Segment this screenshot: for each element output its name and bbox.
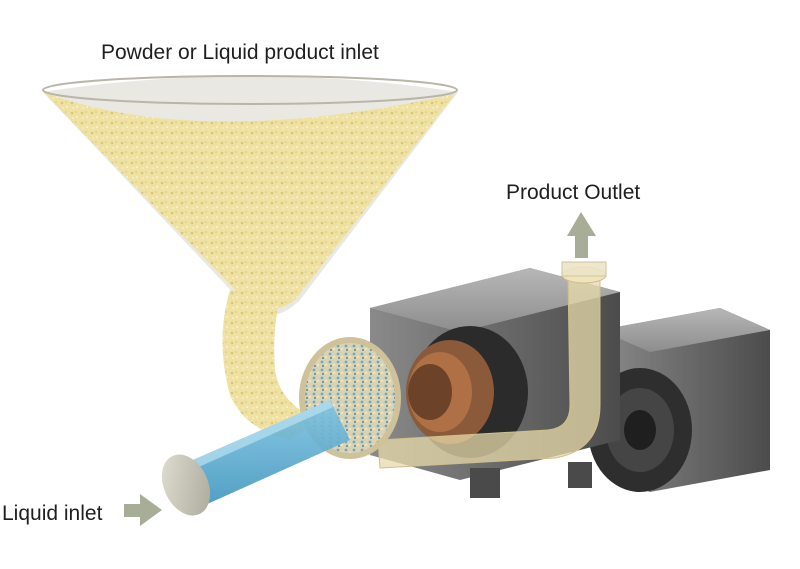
liquid-inlet-label: Liquid inlet [2, 502, 103, 525]
outlet-pipe [377, 261, 607, 469]
product-outlet-label: Product Outlet [506, 181, 641, 204]
upward-arrow-icon [567, 212, 596, 258]
liquid-inlet-pipe [161, 400, 350, 516]
rightward-arrow-icon [124, 494, 162, 526]
product-funnel [42, 75, 458, 459]
mixing-rotor [406, 326, 528, 458]
powder-inlet-label: Powder or Liquid product inlet [101, 41, 379, 64]
